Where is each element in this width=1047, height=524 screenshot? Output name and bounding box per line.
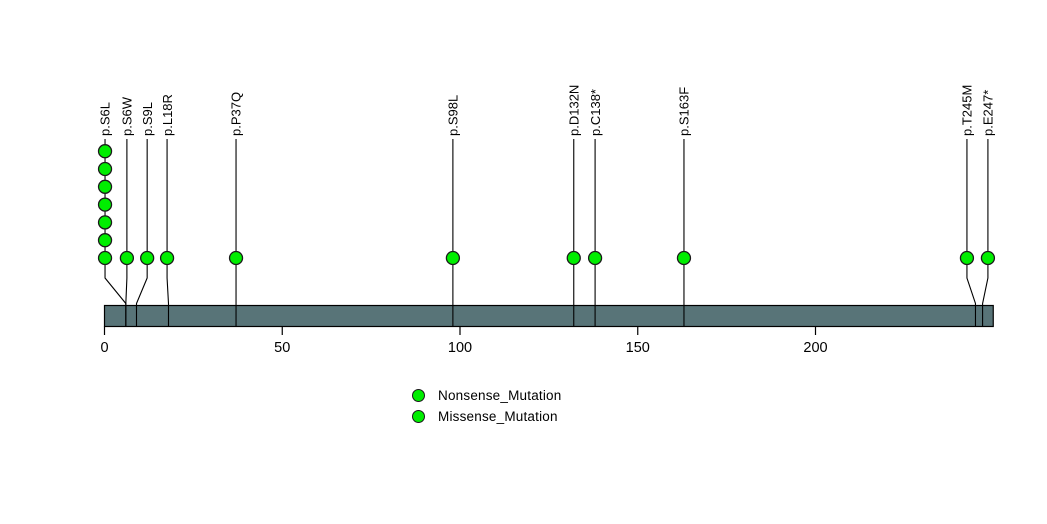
nonsense-mutation-swatch-icon bbox=[412, 389, 425, 402]
lollipop-circle bbox=[97, 161, 113, 177]
axis-tick-label: 100 bbox=[448, 340, 472, 356]
lollipop-circle bbox=[97, 233, 113, 248]
lollipop-circle bbox=[119, 250, 135, 266]
lollipop-circle bbox=[566, 250, 581, 266]
protein-domain-bar bbox=[103, 304, 994, 328]
lollipop-circle bbox=[97, 250, 113, 266]
lollipop-circle bbox=[140, 250, 155, 266]
lollipop-circle bbox=[97, 197, 113, 212]
axis-tick-label: 50 bbox=[274, 340, 290, 356]
lollipop-circle bbox=[587, 250, 603, 266]
mutation-stem bbox=[125, 139, 128, 327]
mutation-label: p.L18R bbox=[160, 94, 175, 136]
mutation-stem bbox=[135, 139, 148, 327]
lollipop-circle bbox=[97, 179, 113, 194]
legend-item-nonsense: Nonsense_Mutation bbox=[412, 386, 561, 405]
mutation-label: p.D132N bbox=[566, 85, 581, 136]
legend-label: Missense_Mutation bbox=[438, 409, 558, 424]
legend: Nonsense_Mutation Missense_Mutation bbox=[412, 386, 561, 426]
mutation-label: p.S6L bbox=[98, 102, 113, 136]
legend-item-missense: Missense_Mutation bbox=[412, 407, 561, 426]
lollipop-circle bbox=[159, 250, 175, 266]
missense-mutation-swatch-icon bbox=[412, 410, 425, 423]
mutation-label: p.S98L bbox=[446, 95, 461, 136]
lollipop-circle bbox=[980, 250, 996, 266]
mutation-label: p.S163F bbox=[677, 87, 692, 136]
mutation-label: p.T245M bbox=[960, 85, 975, 136]
mutation-stem bbox=[966, 139, 977, 327]
mutation-label: p.C138* bbox=[588, 89, 603, 136]
lollipop-circle bbox=[445, 250, 461, 266]
lollipop-circle bbox=[676, 250, 692, 266]
mutation-label: p.S9L bbox=[140, 102, 155, 136]
mutation-stem bbox=[166, 139, 170, 327]
mutation-label: p.P37Q bbox=[229, 92, 244, 136]
axis-tick-label: 200 bbox=[803, 340, 827, 356]
axis-tick-label: 150 bbox=[626, 340, 650, 356]
lollipop-circle bbox=[959, 250, 975, 266]
mutation-label: p.S6W bbox=[120, 96, 135, 136]
lollipop-circle bbox=[97, 144, 113, 159]
axis-tick-label: 0 bbox=[100, 340, 108, 356]
mutation-stem bbox=[982, 139, 989, 327]
mutation-label: p.E247* bbox=[981, 90, 996, 136]
lollipop-circle bbox=[97, 215, 113, 230]
legend-label: Nonsense_Mutation bbox=[438, 388, 562, 403]
lollipop-circle bbox=[228, 250, 244, 266]
